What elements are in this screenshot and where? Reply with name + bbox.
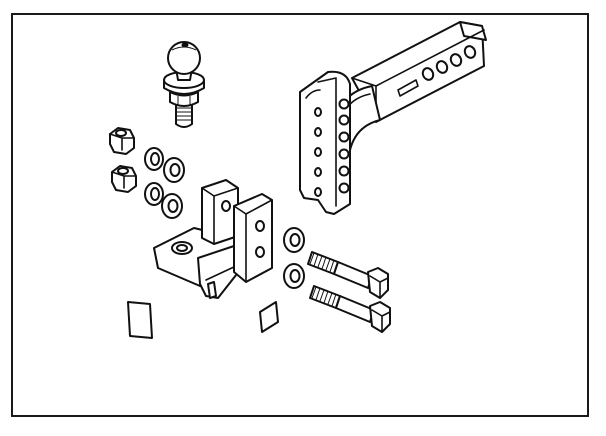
flat-washer-left-lower — [161, 193, 183, 219]
ball-mount-platform — [153, 179, 273, 299]
lock-washer-lower — [144, 182, 164, 206]
hitch-ball — [163, 41, 205, 128]
hex-nut-upper — [109, 127, 135, 155]
bolt-lower — [309, 285, 391, 333]
diagram-border — [11, 13, 589, 417]
adjustable-shank — [299, 21, 487, 215]
bolt-upper — [307, 251, 389, 299]
lock-washer-upper — [144, 147, 164, 171]
pad-right — [259, 301, 279, 333]
flat-washer-left-upper — [163, 157, 185, 183]
hex-nut-lower — [111, 165, 137, 193]
flat-washer-right-lower — [283, 263, 305, 289]
flat-washer-right-upper — [283, 227, 305, 253]
pad-left — [127, 301, 153, 339]
